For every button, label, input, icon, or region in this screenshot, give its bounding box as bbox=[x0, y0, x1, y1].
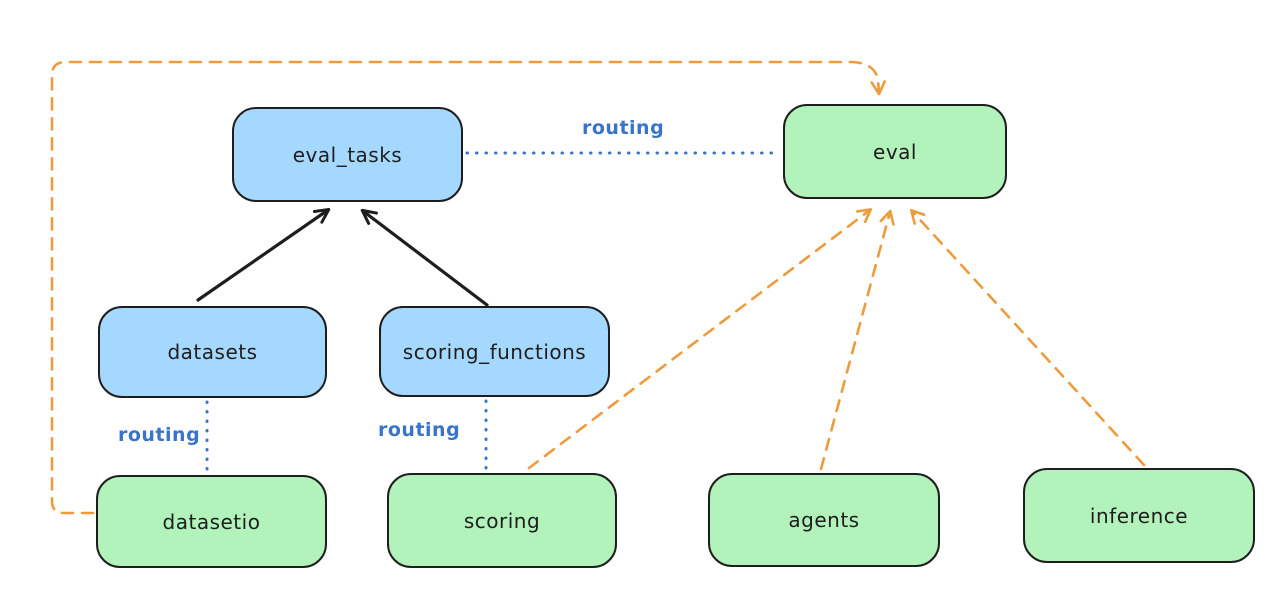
edge-inference-to-eval bbox=[910, 208, 1146, 467]
node-agents-label: agents bbox=[788, 508, 860, 532]
node-inference-label: inference bbox=[1089, 503, 1189, 528]
node-eval-tasks-label: eval_tasks bbox=[292, 142, 403, 167]
routing-label-scoring-functions-scoring: routing bbox=[378, 419, 461, 441]
node-scoring-functions-label: scoring_functions bbox=[402, 339, 587, 364]
node-eval-label: eval bbox=[873, 139, 917, 164]
node-eval: eval bbox=[783, 104, 1007, 199]
node-datasets: datasets bbox=[98, 306, 327, 398]
routing-label-datasets-datasetio: routing bbox=[118, 424, 201, 446]
node-inference: inference bbox=[1023, 468, 1255, 563]
node-datasetio: datasetio bbox=[96, 475, 327, 568]
edge-scoring-functions-to-eval-tasks bbox=[360, 208, 489, 307]
node-datasetio-label: datasetio bbox=[162, 509, 261, 534]
node-eval-tasks: eval_tasks bbox=[232, 107, 463, 202]
node-agents: agents bbox=[708, 473, 940, 567]
node-datasets-label: datasets bbox=[167, 340, 258, 364]
edge-datasets-to-eval-tasks bbox=[196, 207, 331, 302]
node-scoring: scoring bbox=[387, 473, 617, 568]
node-scoring-functions: scoring_functions bbox=[379, 306, 610, 397]
routing-label-eval-tasks-eval: routing bbox=[582, 117, 665, 139]
node-scoring-label: scoring bbox=[463, 508, 541, 533]
edge-agents-to-eval bbox=[819, 209, 895, 471]
